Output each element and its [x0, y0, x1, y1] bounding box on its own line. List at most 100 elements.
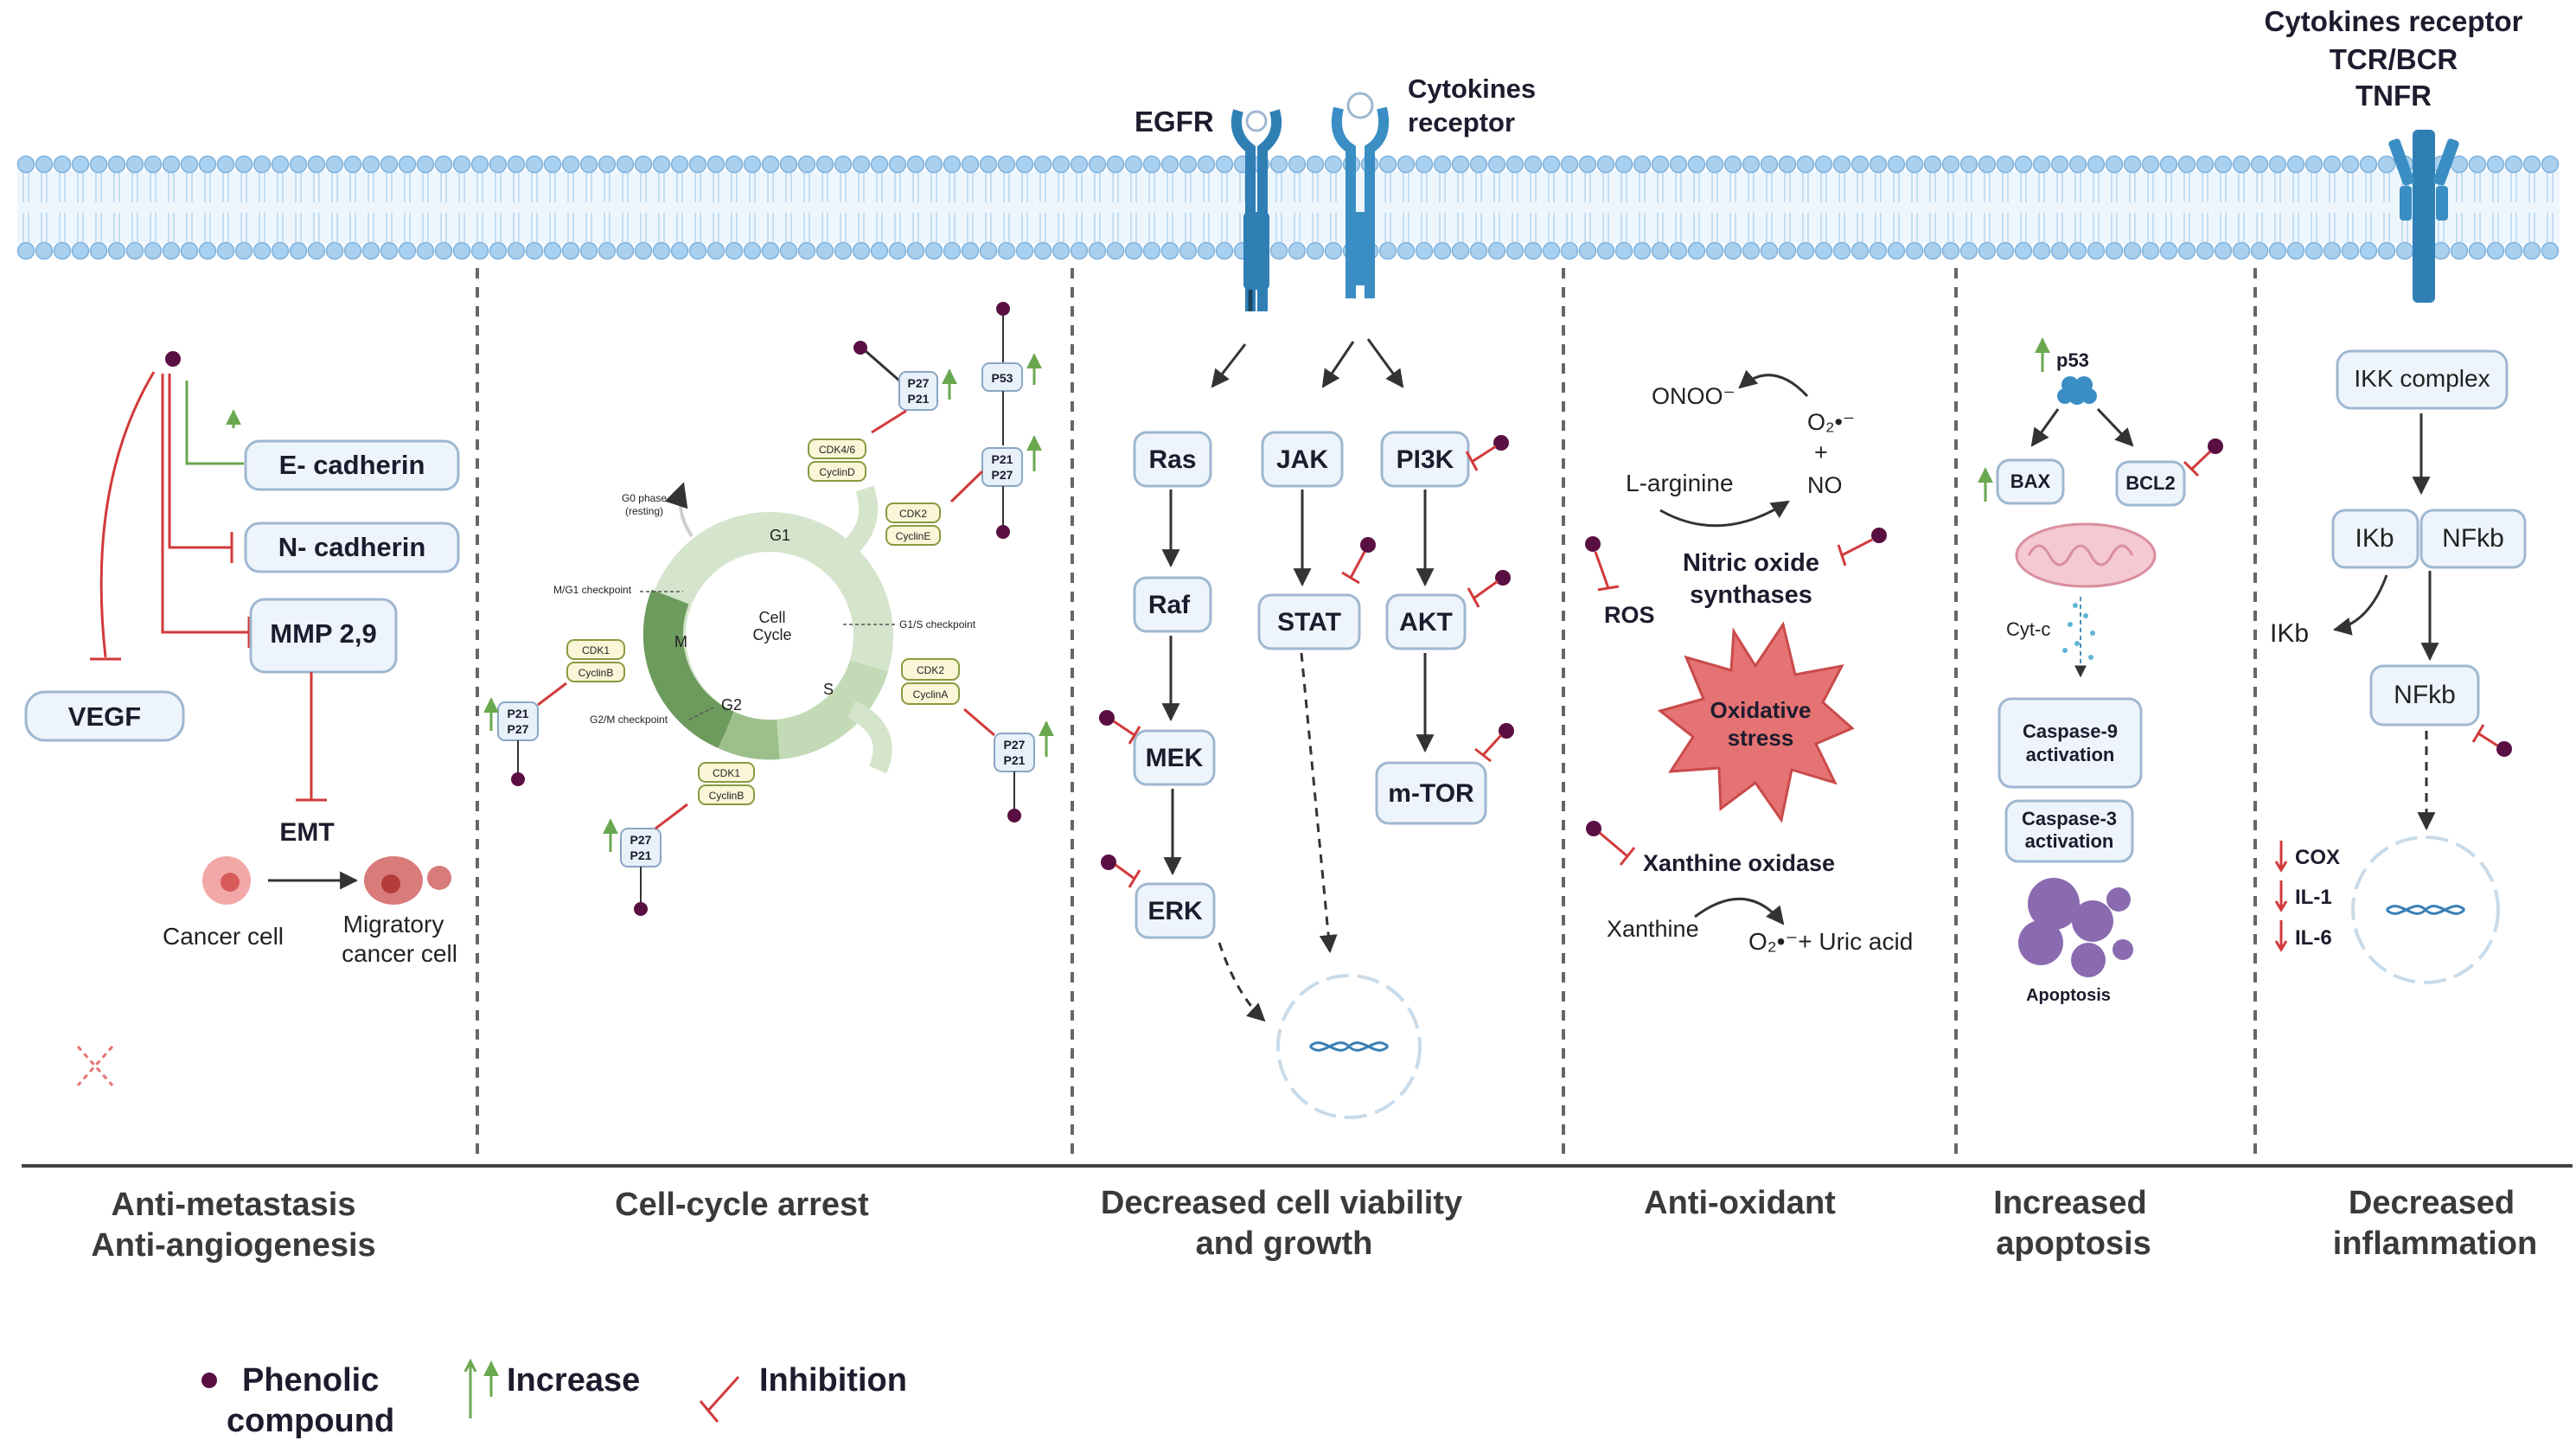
- n-cadherin-label: N- cadherin: [278, 532, 426, 562]
- xanthine-products-label: O₂•⁻+ Uric acid: [1748, 928, 1913, 955]
- stat-node: STAT: [1257, 593, 1361, 650]
- caspase9-label-1: Caspase-9: [2023, 720, 2118, 742]
- n-cadherin-node: N- cadherin: [244, 522, 460, 573]
- cell-membrane: [16, 155, 2560, 260]
- raf-label: Raf: [1148, 591, 1191, 619]
- caspase9-node: Caspase-9 activation: [1998, 697, 2143, 789]
- ikk-complex-label: IKK complex: [2354, 365, 2490, 392]
- legend: Phenolic compound Increase Inhibition: [201, 1358, 907, 1439]
- mitochondrion-icon: [2015, 522, 2157, 588]
- nfkb-free-label: NFkb: [2394, 681, 2456, 709]
- raf-node: Raf: [1133, 576, 1212, 633]
- phase-s: S: [823, 681, 834, 698]
- svg-text:P21: P21: [992, 452, 1013, 466]
- g0-label-1: G0 phase: [622, 492, 667, 504]
- nos-label-2: synthases: [1690, 581, 1812, 609]
- p53-label: p53: [2056, 349, 2089, 371]
- mg1-checkpoint: M/G1 checkpoint: [553, 584, 632, 596]
- signaling-arrows: [1161, 490, 1435, 1022]
- caspase3-label-2: activation: [2025, 830, 2114, 852]
- svg-text:CyclinD: CyclinD: [819, 466, 855, 478]
- p27-p21-bottom: P27 P21: [603, 803, 688, 916]
- il1-label: IL-1: [2295, 886, 2332, 909]
- section-title-2: Cell-cycle arrest: [615, 1187, 869, 1223]
- apoptosis-label: Apoptosis: [2026, 986, 2111, 1005]
- svg-text:CyclinB: CyclinB: [578, 667, 614, 679]
- mek-node: MEK: [1133, 729, 1216, 786]
- svg-text:P21: P21: [508, 707, 529, 720]
- oxidative-label-2: stress: [1728, 725, 1794, 751]
- apoptotic-cell-icon: [2018, 878, 2133, 977]
- g2m-checkpoint: G2/M checkpoint: [590, 714, 668, 726]
- section-title-5-line-1: Increased: [1993, 1185, 2146, 1221]
- mtor-label: m-TOR: [1388, 779, 1474, 808]
- vegf-node: VEGF: [24, 690, 185, 742]
- no-label: NO: [1807, 472, 1843, 498]
- mek-label: MEK: [1146, 744, 1204, 772]
- nos-label-1: Nitric oxide: [1683, 549, 1819, 577]
- cox-label: COX: [2295, 846, 2340, 869]
- svg-text:CDK4/6: CDK4/6: [819, 444, 855, 456]
- right-receptor-label-3: TNFR: [2355, 80, 2432, 112]
- ikb-free-label: IKb: [2270, 619, 2309, 648]
- svg-text:P27: P27: [508, 722, 529, 736]
- xanthine-label: Xanthine: [1607, 916, 1699, 942]
- signaling-inhibitors: [1099, 435, 1514, 888]
- inhibit-line-vegf: [99, 371, 156, 658]
- ikb-bound-label: IKb: [2355, 524, 2394, 553]
- jak-node: JAK: [1261, 431, 1344, 488]
- ras-label: Ras: [1148, 445, 1196, 474]
- emt-label: EMT: [279, 818, 334, 847]
- phase-g1: G1: [770, 527, 790, 544]
- g0-label-2: (resting): [625, 505, 663, 517]
- nfkb-free-node: NFkb: [2369, 664, 2480, 726]
- legend-phenolic-dot: [201, 1373, 217, 1388]
- section-title-3-line-1: Decreased cell viability: [1101, 1185, 1462, 1221]
- svg-text:P27: P27: [908, 376, 930, 390]
- l-arginine-label: L-arginine: [1626, 470, 1734, 496]
- svg-text:P27: P27: [630, 833, 652, 847]
- cell-cycle-wheel: [642, 482, 893, 774]
- svg-text:P21: P21: [1004, 753, 1026, 767]
- bcl2-node: BCL2: [2115, 460, 2186, 507]
- jak-label: JAK: [1276, 445, 1328, 474]
- caspase3-node: Caspase-3 activation: [2004, 799, 2134, 863]
- xanthine-oxidase-label: Xanthine oxidase: [1643, 850, 1835, 876]
- nfkb-bound-label: NFkb: [2442, 524, 2504, 553]
- cancer-cell-label: Cancer cell: [163, 923, 284, 950]
- caspase9-label-2: activation: [2026, 744, 2115, 765]
- vegf-label: VEGF: [68, 701, 141, 732]
- svg-text:CyclinB: CyclinB: [709, 790, 745, 802]
- p21-p27-left: P21 P27: [483, 682, 567, 786]
- egfr-receptor: [1230, 109, 1282, 311]
- caspase3-label-1: Caspase-3: [2022, 808, 2117, 829]
- o2-label: O₂•⁻: [1807, 409, 1855, 435]
- section-title-1-line-1: Anti-metastasis: [112, 1187, 356, 1223]
- increase-line-ecad: [185, 381, 244, 465]
- svg-text:CDK2: CDK2: [917, 664, 944, 676]
- onoo-label: ONOO⁻: [1652, 383, 1735, 409]
- cdk46-complex: CDK4/6 CyclinD: [808, 438, 866, 482]
- cytokines-receptor-label-1: Cytokines: [1408, 74, 1536, 104]
- section-title-6-line-1: Decreased: [2349, 1185, 2515, 1221]
- migratory-cell-label-2: cancer cell: [342, 940, 457, 967]
- il6-label: IL-6: [2295, 926, 2332, 950]
- bcl2-label: BCL2: [2125, 472, 2175, 494]
- legend-phenolic-label-2: compound: [227, 1403, 394, 1439]
- cdk2-cycline-complex: CDK2 CyclinE: [885, 502, 941, 546]
- section-title-5-line-2: apoptosis: [1996, 1226, 2151, 1262]
- phase-m: M: [674, 633, 687, 650]
- svg-text:CDK1: CDK1: [713, 767, 740, 779]
- section-title-3-line-2: and growth: [1196, 1226, 1373, 1262]
- svg-text:CyclinE: CyclinE: [896, 530, 931, 542]
- mtor-node: m-TOR: [1375, 761, 1487, 825]
- close-icon: [76, 1046, 114, 1086]
- right-receptor-label-1: Cytokines receptor: [2265, 5, 2523, 37]
- nucleus-dna-1: [1276, 974, 1422, 1119]
- legend-inhibition-icon: [706, 1375, 740, 1413]
- erk-node: ERK: [1135, 882, 1216, 939]
- tnfr-receptor: [2388, 130, 2459, 303]
- legend-increase-label: Increase: [507, 1362, 640, 1399]
- svg-text:CDK2: CDK2: [899, 508, 927, 520]
